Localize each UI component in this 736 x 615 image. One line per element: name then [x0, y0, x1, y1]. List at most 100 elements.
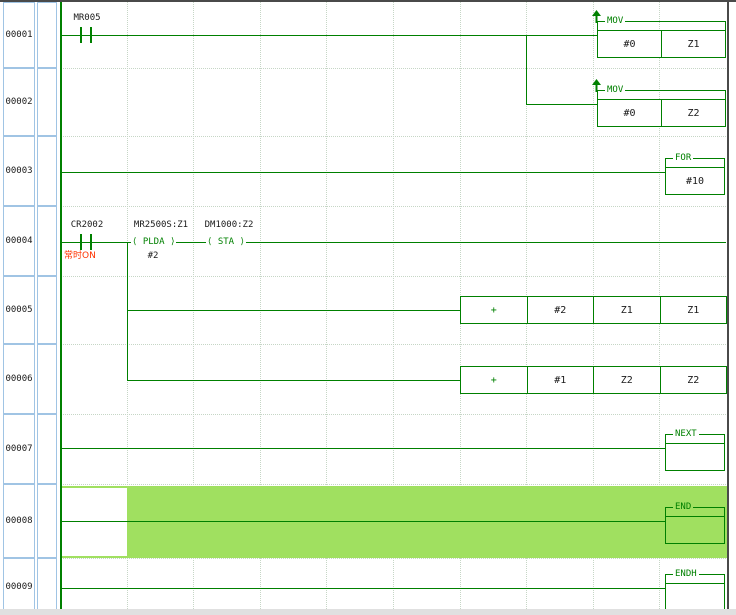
rung-number-label: 00005 — [5, 305, 33, 315]
instruction-mnemonic: MOV — [605, 85, 626, 96]
instruction-box-mov[interactable]: MOV #0 Z2 — [592, 79, 726, 127]
instruction-bracket: MOV — [597, 16, 726, 30]
rung-number[interactable]: 00002 — [3, 68, 35, 136]
instruction-box-mov[interactable]: MOV #0 Z1 — [592, 10, 726, 58]
rung-number-label: 00004 — [5, 236, 33, 246]
instruction-box-end[interactable]: END — [665, 502, 725, 544]
grid-line-horizontal — [60, 68, 726, 69]
cursor-cell[interactable] — [62, 488, 127, 556]
grid-line-horizontal — [60, 484, 726, 485]
up-arrow-icon — [592, 8, 601, 27]
operand-cell[interactable]: Z1 — [661, 30, 726, 58]
operand-cell[interactable]: Z1 — [659, 296, 727, 324]
rung-number[interactable]: 00008 — [3, 484, 35, 558]
instruction-mnemonic: END — [673, 502, 694, 513]
operand-cell[interactable] — [665, 583, 725, 611]
rung-number[interactable]: 00006 — [3, 344, 35, 414]
select-column-cell[interactable] — [37, 2, 57, 68]
rung-number-label: 00007 — [5, 444, 33, 454]
rung-number-label: 00008 — [5, 516, 33, 526]
grid-line-horizontal — [60, 276, 726, 277]
wire-horizontal — [128, 380, 460, 381]
wire-horizontal — [127, 521, 665, 522]
select-column-cell[interactable] — [37, 344, 57, 414]
select-column-cell[interactable] — [37, 68, 57, 136]
operand-cell[interactable] — [665, 516, 725, 544]
operand-cell[interactable] — [665, 443, 725, 471]
grid-line-horizontal — [60, 136, 726, 137]
select-column-cell[interactable] — [37, 558, 57, 615]
no-contact-mr005[interactable] — [78, 27, 94, 43]
function-block-sta[interactable]: STA — [206, 235, 246, 249]
wire-horizontal — [62, 448, 665, 449]
selected-row-highlight — [61, 486, 727, 558]
operand-cell[interactable]: #0 — [597, 30, 662, 58]
instruction-mnemonic: MOV — [605, 16, 626, 27]
up-arrow-icon — [592, 77, 601, 96]
operand-cell[interactable]: Z2 — [661, 99, 726, 127]
function-block-plda[interactable]: PLDA — [131, 235, 177, 249]
wire-horizontal — [62, 521, 127, 522]
operand-cell[interactable]: Z2 — [593, 366, 661, 394]
wire-vertical-branch — [526, 35, 527, 105]
operand-cell[interactable]: #1 — [526, 366, 594, 394]
grid-line-horizontal — [60, 558, 726, 559]
function-block-operand: #2 — [147, 251, 159, 261]
grid-line-vertical — [393, 2, 394, 615]
select-column-cell[interactable] — [37, 484, 57, 558]
instruction-mnemonic: NEXT — [673, 429, 699, 440]
instruction-bracket: ENDH — [665, 569, 725, 583]
rung-number[interactable]: 00009 — [3, 558, 35, 615]
select-column-cell[interactable] — [37, 206, 57, 276]
grid-line-horizontal — [60, 344, 726, 345]
instruction-mnemonic-cell[interactable]: + — [460, 296, 528, 324]
left-power-rail — [60, 2, 62, 615]
wire-horizontal — [62, 35, 597, 36]
block-device-label: DM1000:Z2 — [204, 220, 254, 230]
wire-horizontal — [62, 588, 665, 589]
wire-horizontal — [62, 172, 665, 173]
horizontal-scrollbar[interactable] — [0, 609, 736, 615]
grid-line-horizontal — [60, 206, 726, 207]
instruction-box-for[interactable]: FOR #10 — [665, 153, 725, 195]
rung-number-label: 00001 — [5, 30, 33, 40]
wire-horizontal — [527, 104, 597, 105]
operand-cell[interactable]: #10 — [665, 167, 725, 195]
instruction-box-endh[interactable]: ENDH — [665, 569, 725, 611]
instruction-mnemonic: FOR — [673, 153, 694, 164]
no-contact-cr2002[interactable] — [78, 234, 94, 250]
instruction-bracket: END — [665, 502, 725, 516]
instruction-box-add[interactable]: + #1 Z2 Z2 — [460, 366, 727, 395]
wire-horizontal — [128, 310, 460, 311]
rung-number-label: 00002 — [5, 97, 33, 107]
wire-vertical-branch — [127, 242, 128, 381]
instruction-mnemonic-cell[interactable]: + — [460, 366, 528, 394]
select-column-cell[interactable] — [37, 276, 57, 344]
instruction-box-add[interactable]: + #2 Z1 Z1 — [460, 296, 727, 325]
window-border-top — [0, 0, 736, 2]
window-border-right — [727, 0, 729, 615]
grid-line-vertical — [260, 2, 261, 615]
wire-horizontal — [62, 242, 726, 243]
contact-comment-always-on: 常时ON — [64, 251, 96, 261]
operand-cell[interactable]: #2 — [526, 296, 594, 324]
rung-number[interactable]: 00003 — [3, 136, 35, 206]
block-device-label: MR2500S:Z1 — [133, 220, 189, 230]
rung-number[interactable]: 00001 — [3, 2, 35, 68]
contact-device-label: MR005 — [73, 13, 101, 23]
instruction-bracket: FOR — [665, 153, 725, 167]
instruction-bracket: NEXT — [665, 429, 725, 443]
operand-cell[interactable]: Z1 — [593, 296, 661, 324]
rung-number-label: 00009 — [5, 581, 33, 592]
rung-number[interactable]: 00005 — [3, 276, 35, 344]
operand-cell[interactable]: Z2 — [659, 366, 727, 394]
operand-cell[interactable]: #0 — [597, 99, 662, 127]
rung-number[interactable]: 00004 — [3, 206, 35, 276]
rung-number[interactable]: 00007 — [3, 414, 35, 484]
select-column-cell[interactable] — [37, 414, 57, 484]
contact-device-label: CR2002 — [70, 220, 104, 230]
rung-number-label: 00003 — [5, 166, 33, 176]
select-column-cell[interactable] — [37, 136, 57, 206]
instruction-box-next[interactable]: NEXT — [665, 429, 725, 471]
